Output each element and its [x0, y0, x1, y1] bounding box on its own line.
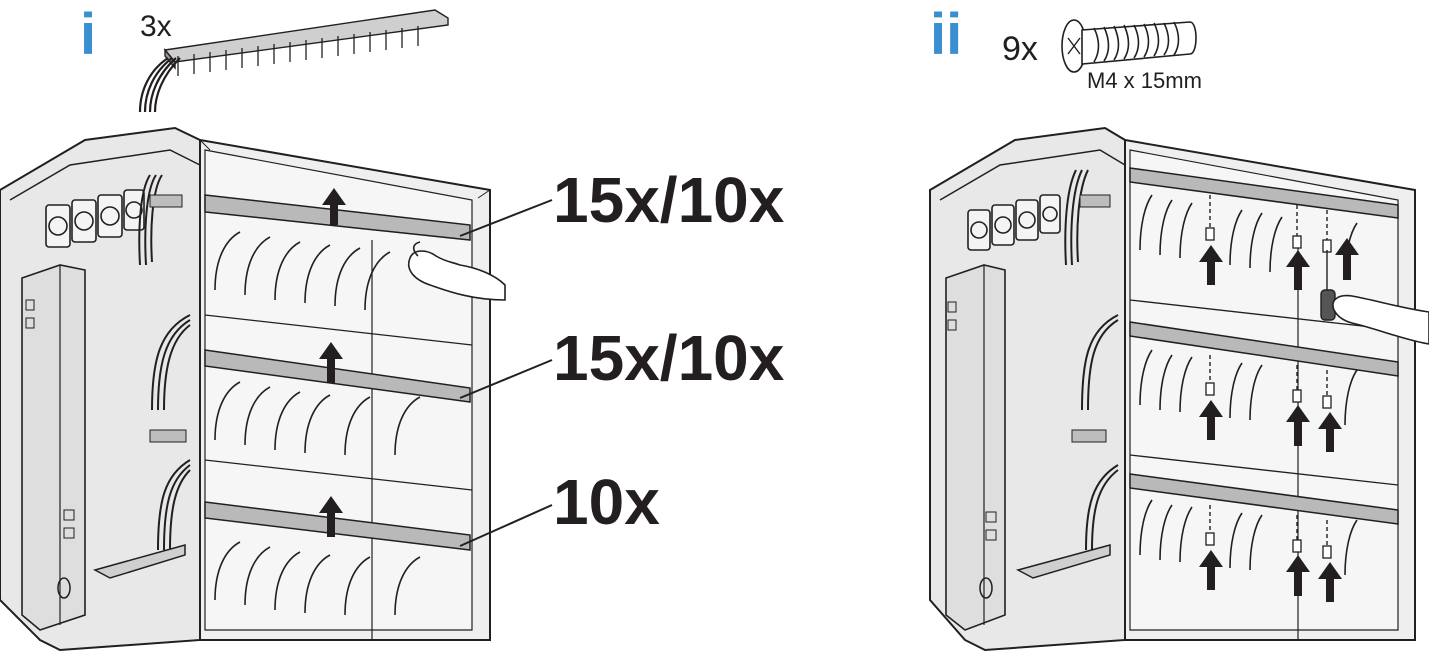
step-one-quantity: 3x — [140, 10, 172, 43]
cabinet-step-two — [929, 126, 1429, 652]
cabinet-step-one — [0, 126, 553, 652]
rail-bottom — [204, 501, 471, 551]
step-one-numeral: i — [80, 2, 97, 67]
screw-size-label: M4 x 15mm — [1087, 68, 1202, 93]
fan-icon — [45, 189, 145, 248]
callout-middle: 15x/10x — [553, 322, 785, 394]
screw-icon — [1061, 19, 1197, 73]
step-two-quantity: 9x — [1002, 30, 1038, 68]
step-two-numeral: ii — [930, 2, 963, 67]
hand-icon — [1332, 294, 1429, 345]
arrow-up-icon — [1199, 238, 1359, 602]
rail-middle — [204, 349, 471, 403]
hand-icon — [408, 241, 506, 301]
fan-icon — [967, 194, 1061, 251]
callout-bottom: 10x — [553, 466, 660, 538]
cable-comb-icon — [138, 9, 449, 113]
arrow-up-icon — [319, 188, 346, 537]
callout-top: 15x/10x — [553, 164, 785, 236]
